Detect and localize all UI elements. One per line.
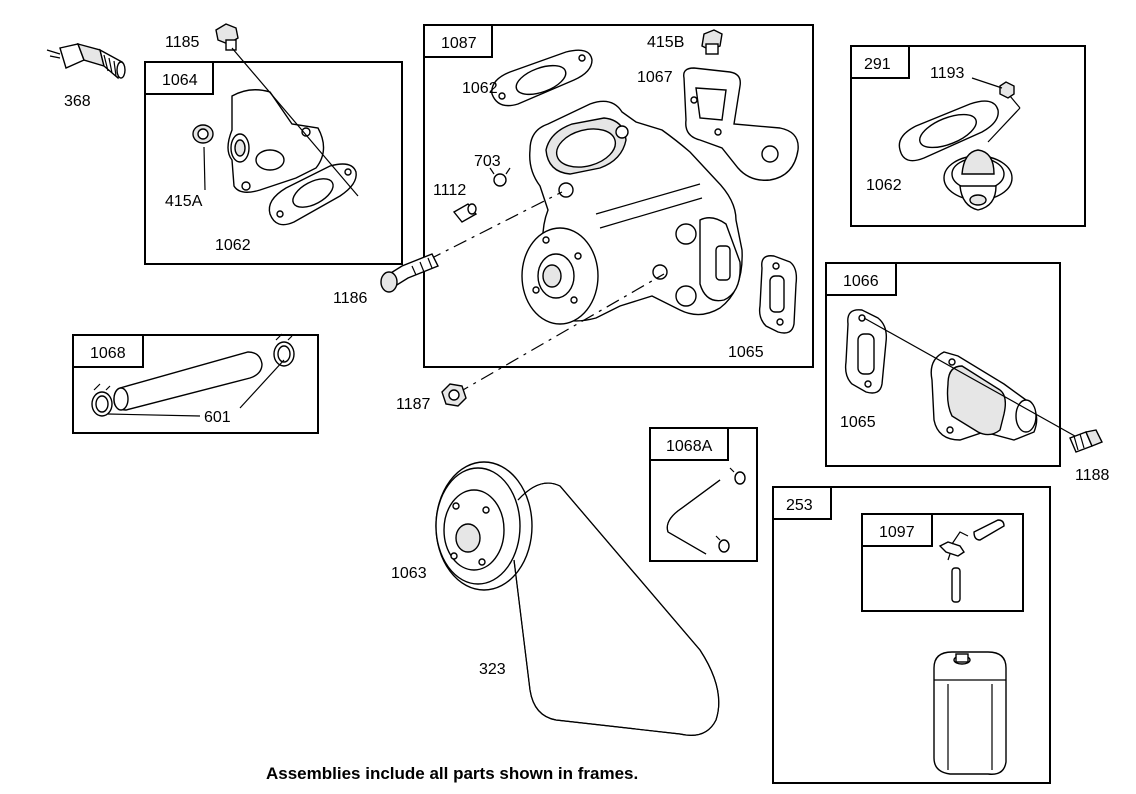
frame-253-label: 253 xyxy=(786,497,813,514)
part-label-1186: 1186 xyxy=(333,290,368,307)
part-label-1062-frame-291: 1062 xyxy=(866,177,902,194)
frame-291-label: 291 xyxy=(864,56,891,73)
part-label-1067: 1067 xyxy=(637,69,673,86)
frame-1068-label: 1068 xyxy=(90,345,126,362)
bolt-1186-illustration xyxy=(380,253,439,293)
frame-1068a-label: 1068A xyxy=(666,438,713,455)
hose-601-illustration xyxy=(91,333,295,417)
frame-1087-label: 1087 xyxy=(441,35,477,52)
frame-1068: 1068 xyxy=(72,334,319,434)
part-label-1188: 1188 xyxy=(1075,467,1110,484)
temperature-sender-illustration xyxy=(46,42,126,80)
part-label-1062-frame-1087: 1062 xyxy=(462,80,498,97)
frame-1064: 1064 xyxy=(144,61,403,265)
thermostat-illustration xyxy=(898,77,1021,211)
frame-1097-label: 1097 xyxy=(879,524,915,541)
part-label-1062-frame-1064: 1062 xyxy=(215,237,251,254)
frame-1068a: 1068A xyxy=(649,427,758,562)
frame-291: 291 xyxy=(850,45,1086,227)
part-label-1187: 1187 xyxy=(396,396,431,413)
part-label-368: 368 xyxy=(64,93,91,110)
frame-1066: 1066 xyxy=(825,262,1061,467)
thermostat-housing-illustration xyxy=(192,23,359,226)
nut-1187-illustration xyxy=(441,383,467,407)
part-label-415b: 415B xyxy=(647,34,684,51)
drive-belt-illustration xyxy=(513,482,720,736)
part-label-601: 601 xyxy=(204,409,231,426)
frame-253: 253 xyxy=(772,486,1051,784)
part-label-1065-frame-1087: 1065 xyxy=(728,344,764,361)
bypass-hose-illustration xyxy=(666,467,746,555)
frame-1064-label: 1064 xyxy=(162,72,198,89)
part-label-1112: 1112 xyxy=(433,182,466,199)
frame-1097: 1097 xyxy=(861,513,1024,612)
water-pump-pulley-illustration xyxy=(435,461,533,591)
part-label-323: 323 xyxy=(479,661,506,678)
part-label-1065-frame-1066: 1065 xyxy=(840,414,876,431)
frame-1066-label: 1066 xyxy=(843,273,879,290)
part-label-703: 703 xyxy=(474,153,501,170)
part-label-415a: 415A xyxy=(165,193,203,210)
outlet-housing-illustration xyxy=(844,309,1083,441)
coolant-recovery-tank-illustration xyxy=(933,519,1007,775)
part-label-1193: 1193 xyxy=(930,65,965,82)
part-label-1063: 1063 xyxy=(391,565,427,582)
part-label-1185: 1185 xyxy=(165,34,200,51)
frame-1087: 1087 xyxy=(423,24,814,368)
footer-note: Assemblies include all parts shown in fr… xyxy=(266,764,638,783)
water-pump-illustration xyxy=(427,29,799,395)
bolt-1188-illustration xyxy=(1069,429,1103,453)
